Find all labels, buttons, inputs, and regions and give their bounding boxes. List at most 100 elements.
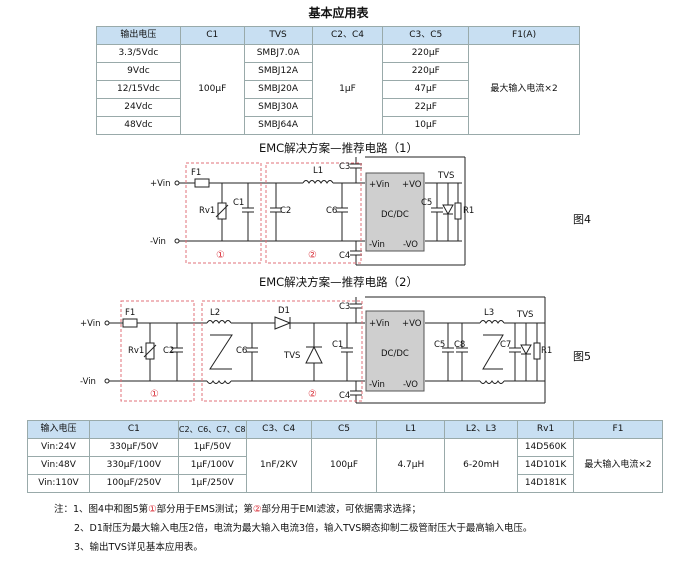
dcdc-module: [365, 172, 425, 252]
rv1-label: Rv1: [128, 346, 144, 356]
l1-cell: 4.7μH: [376, 438, 446, 493]
c3c5-cell: 220μF: [382, 62, 470, 81]
header-cell: C2、C6、C7、C8: [177, 420, 247, 439]
c1-cell: 330μF/50V: [88, 438, 179, 457]
l2-label: L2: [210, 308, 220, 318]
output-voltage-cell: 9Vdc: [96, 62, 181, 81]
circuit1-diagram: +Vin -Vin F1 Rv1 C1 C2 L1 C6 C3 C4 C5 TV…: [150, 156, 474, 266]
figure4-label: 图4: [573, 213, 591, 226]
rv1-cell: 14D560K: [517, 438, 575, 457]
rv1-cell: 14D101K: [517, 456, 575, 475]
vin-pos-label: +Vin: [80, 319, 101, 329]
module-vo-neg: -VO: [403, 380, 418, 390]
d1-label: D1: [278, 306, 290, 316]
module-vin-pos: +Vin: [369, 319, 390, 329]
header-cell: 输出电压: [96, 26, 181, 45]
module-vin-pos: +Vin: [369, 180, 390, 190]
c5-label: C5: [434, 340, 445, 350]
table-row: Vin:110V 100μF/250V 1μF/250V 14D181K: [27, 474, 663, 493]
vin-pos-label: +Vin: [150, 179, 171, 189]
zone2-marker: ②: [252, 504, 262, 515]
c3c4-cell: 1nF/2KV: [245, 438, 312, 493]
table-row: 3.3/5Vdc 100μF SMBJ7.0A 1μF 220μF 最大输入电流…: [96, 44, 580, 135]
f1-cell: 最大输入电流×2: [573, 438, 663, 493]
rv1-label: Rv1: [199, 206, 215, 216]
zone2-marker: ②: [308, 250, 317, 261]
tvs-cell: SMBJ12A: [243, 62, 313, 81]
table-row: 24Vdc SMBJ30A 22μF: [96, 98, 580, 117]
c5-cell: 100μF: [310, 438, 378, 493]
c4-label: C4: [339, 251, 350, 261]
module-label: DC/DC: [381, 349, 409, 359]
l1-label: L1: [313, 166, 323, 176]
c5-label: C5: [421, 198, 432, 208]
module-label: DC/DC: [381, 210, 409, 220]
note-2: 2、D1耐压为最大输入电压2倍，电流为最大输入电流3倍，输入TVS瞬态抑制二极管…: [74, 523, 533, 534]
header-cell: F1: [573, 420, 663, 439]
vin-neg-label: -Vin: [150, 237, 166, 247]
l3-label: L3: [484, 308, 494, 318]
table-row: 9Vdc SMBJ12A 220μF: [96, 62, 580, 81]
c6-label: C6: [236, 346, 247, 356]
r1-label: R1: [541, 346, 552, 356]
header-cell: C1: [179, 26, 245, 45]
header-cell: TVS: [243, 26, 313, 45]
output-voltage-cell: 3.3/5Vdc: [96, 44, 181, 63]
output-voltage-cell: 48Vdc: [96, 116, 181, 135]
c3c5-cell: 47μF: [382, 80, 470, 99]
emi-zone: [201, 300, 363, 402]
tvs-cell: SMBJ7.0A: [243, 44, 313, 63]
c4-label: C4: [339, 391, 350, 401]
vin-neg-label: -Vin: [80, 377, 96, 387]
module-vo-pos: +VO: [402, 319, 422, 329]
tvs-cell: SMBJ20A: [243, 80, 313, 99]
input-voltage-cell: Vin:24V: [27, 438, 90, 457]
header-cell: C5: [310, 420, 378, 439]
c3c5-cell: 220μF: [382, 44, 470, 63]
emi-zone: [265, 162, 362, 264]
note-1-text: 注：1、图4中和图5第: [54, 504, 149, 515]
input-voltage-cell: Vin:110V: [27, 474, 90, 493]
circuit1-title: EMC解决方案—推荐电路（1）: [258, 141, 419, 155]
c3-label: C3: [339, 162, 350, 172]
input-parameter-table: 输入电压 C1 C2、C6、C7、C8 C3、C4 C5 L1 L2、L3 Rv…: [27, 420, 663, 493]
c3c5-cell: 22μF: [382, 98, 470, 117]
c6-label: C6: [326, 206, 337, 216]
header-cell: F1(A): [468, 26, 580, 45]
zone2-marker: ②: [308, 389, 317, 400]
table1-title: 基本应用表: [308, 6, 369, 20]
zone1-marker: ①: [216, 250, 225, 261]
f1-cell: 最大输入电流×2: [468, 44, 580, 135]
c3-label: C3: [339, 302, 350, 312]
c2-c6-c7-c8-cell: 1μF/100V: [177, 456, 247, 475]
c8-label: C8: [454, 340, 465, 350]
output-voltage-cell: 12/15Vdc: [96, 80, 181, 99]
note-1-text: 部分用于EMI滤波，可依据需求选择；: [261, 504, 421, 515]
figure5-label: 图5: [573, 350, 591, 363]
header-cell: C1: [88, 420, 179, 439]
tvs-out-label: TVS: [516, 310, 533, 320]
header-cell: L2、L3: [444, 420, 519, 439]
table-row: 48Vdc SMBJ64A 10μF: [96, 116, 580, 135]
header-cell: 输入电压: [27, 420, 90, 439]
header-cell: Rv1: [517, 420, 575, 439]
table-row: Vin:24V 330μF/50V 1μF/50V 1nF/2KV 100μF …: [27, 438, 663, 493]
output-voltage-cell: 24Vdc: [96, 98, 181, 117]
l2l3-cell: 6-20mH: [444, 438, 519, 493]
note-1: 注：1、图4中和图5第①部分用于EMS测试；第②部分用于EMI滤波，可依据需求选…: [54, 500, 669, 519]
r1-label: R1: [463, 206, 474, 216]
c1-cell: 330μF/100V: [88, 456, 179, 475]
tvs-label: TVS: [283, 351, 300, 361]
basic-application-table: 输出电压 C1 TVS C2、C4 C3、C5 F1(A) 3.3/5Vdc 1…: [96, 26, 580, 135]
c2-label: C2: [163, 346, 174, 356]
notes-section: 注：1、图4中和图5第①部分用于EMS测试；第②部分用于EMI滤波，可依据需求选…: [54, 500, 669, 557]
header-cell: C3、C5: [382, 26, 470, 45]
module-vo-neg: -VO: [403, 240, 418, 250]
c1-cell: 100μF: [179, 44, 245, 135]
module-vo-pos: +VO: [402, 180, 422, 190]
c2-c6-c7-c8-cell: 1μF/50V: [177, 438, 247, 457]
c7-label: C7: [500, 340, 511, 350]
module-vin-neg: -Vin: [369, 380, 385, 390]
zone1-marker: ①: [148, 504, 157, 515]
header-cell: L1: [376, 420, 446, 439]
